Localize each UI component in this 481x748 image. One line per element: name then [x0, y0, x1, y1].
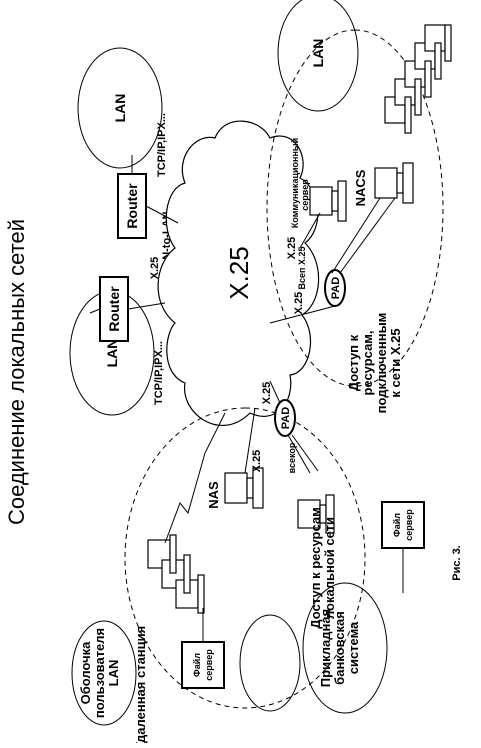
file-server-right-label-1: Файл — [392, 513, 402, 537]
rotated-figure: Соединение локальных сетей LAN LAN LAN T… — [4, 0, 463, 748]
comm-server-cloud-link — [299, 212, 321, 249]
access-x25-label-4: к сети X.25 — [388, 328, 403, 397]
file-server-left — [181, 641, 225, 689]
pad-left-terminal-link-a — [287, 434, 311, 474]
pad-left-label: PAD — [280, 407, 292, 429]
pad-right-nacs-link-b — [339, 197, 396, 274]
pad-left-terminal-link-b — [291, 434, 319, 472]
cloud-label: X.25 — [224, 246, 254, 300]
lan-ellipse-top-left — [77, 47, 163, 169]
router-right-cloud-link — [145, 205, 179, 224]
x25-label-nas: X.25 — [251, 450, 263, 473]
lan-workstations-right — [384, 24, 452, 134]
pad-right-cloud-link — [269, 305, 336, 324]
lan-ellipse-top-right — [277, 0, 359, 112]
access-local-label-1: Доступ к ресурсам — [308, 507, 323, 628]
banking-label-1: Прикладная — [318, 609, 333, 687]
protocols-label-left: TCP/IP,IPX... — [153, 341, 165, 405]
remote-workstations — [147, 534, 205, 614]
pad-right-nacs-link-a — [331, 197, 381, 274]
nas-computer — [224, 467, 264, 509]
pad-left — [274, 399, 296, 437]
nas-label: NAS — [206, 481, 221, 509]
nas-cloud-link — [244, 407, 256, 474]
figure-caption: Рис. 3. — [451, 545, 463, 581]
x25-label-comm-server: X.25 — [286, 237, 298, 260]
terminal-left — [297, 494, 335, 534]
vsep-x25-label: Всеп X.25 — [297, 247, 307, 290]
vsequence-label: всекор — [287, 442, 297, 473]
lan-ellipse-bottom-left — [239, 614, 301, 712]
access-local-label-2: локальной сети — [322, 517, 337, 619]
access-x25-label-2: ресурсам, — [360, 330, 375, 395]
comm-server-label-1: Коммуникационный — [290, 138, 300, 228]
x25-label-pad-right: X.25 — [293, 292, 305, 315]
banking-label-2: банковская — [332, 611, 347, 685]
file-server-left-label-1: Файл — [192, 653, 202, 677]
dashed-region-right — [266, 29, 444, 387]
router-left-label: Router — [106, 286, 122, 332]
router-left-lan-link — [89, 308, 101, 314]
comm-server-label-2: сервер — [300, 179, 310, 211]
shell-label-3: LAN — [106, 660, 121, 687]
shell-ellipse — [71, 620, 137, 726]
access-x25-label-1: Доступ к — [346, 334, 361, 391]
pad-left-cloud-link — [269, 380, 281, 404]
protocols-label-right: TCP/IP,IPX... — [156, 113, 168, 177]
remote-zigzag-link — [164, 412, 226, 544]
lan-label-top-mid: LAN — [104, 339, 120, 368]
nacs-label: NACS — [353, 169, 368, 206]
lan-label-top-right: LAN — [310, 39, 326, 68]
nacs-computer — [374, 162, 414, 204]
remote-station-label: Удаленная станция — [133, 626, 148, 743]
dashed-region-left — [124, 407, 366, 709]
lan-label-top-left: LAN — [112, 94, 128, 123]
banking-ellipse — [302, 582, 388, 714]
file-server-right — [381, 501, 425, 549]
router-right-label: Router — [124, 183, 140, 229]
file-server-left-label-2: сервер — [204, 649, 214, 681]
banking-label-3: система — [346, 621, 361, 674]
shell-label-2: пользователя — [92, 628, 107, 718]
pad-right-label: PAD — [330, 277, 342, 299]
router-left-cloud-link — [127, 302, 166, 310]
comm-server-computer — [309, 180, 347, 222]
x25-cloud — [157, 120, 320, 426]
access-x25-label-3: подключенным — [374, 313, 389, 414]
shell-label-1: Оболочка — [78, 641, 93, 705]
file-server-right-label-2: сервер — [404, 509, 414, 541]
x25-label-pad-left: X.25 — [261, 382, 273, 405]
diagram-title: Соединение локальных сетей — [4, 219, 29, 525]
x25-label-lan-to-lan: X.25 — [149, 257, 161, 280]
